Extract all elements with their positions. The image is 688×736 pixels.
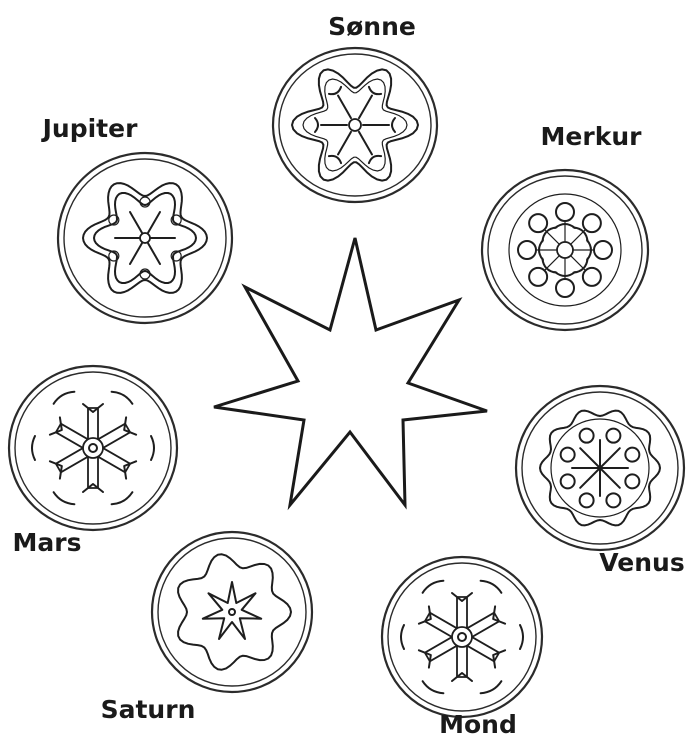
label-saturn: Saturn: [101, 695, 196, 724]
seal-mond: [382, 557, 542, 717]
label-mars: Mars: [13, 528, 82, 557]
seal-sonne: [273, 48, 437, 202]
label-jupiter: Jupiter: [41, 114, 138, 143]
seal-mars: [9, 366, 177, 530]
label-venus: Venus: [599, 548, 684, 577]
seal-saturn-outer-ring: [152, 532, 312, 692]
seal-jupiter: [58, 153, 232, 323]
label-mond: Mond: [439, 710, 517, 736]
center-seven-pointed-star: [214, 238, 487, 505]
seal-saturn: [152, 532, 312, 692]
seal-venus: [516, 386, 684, 550]
seal-merkur: [482, 170, 648, 330]
label-merkur: Merkur: [541, 122, 643, 151]
label-sonne: Sønne: [328, 12, 416, 41]
